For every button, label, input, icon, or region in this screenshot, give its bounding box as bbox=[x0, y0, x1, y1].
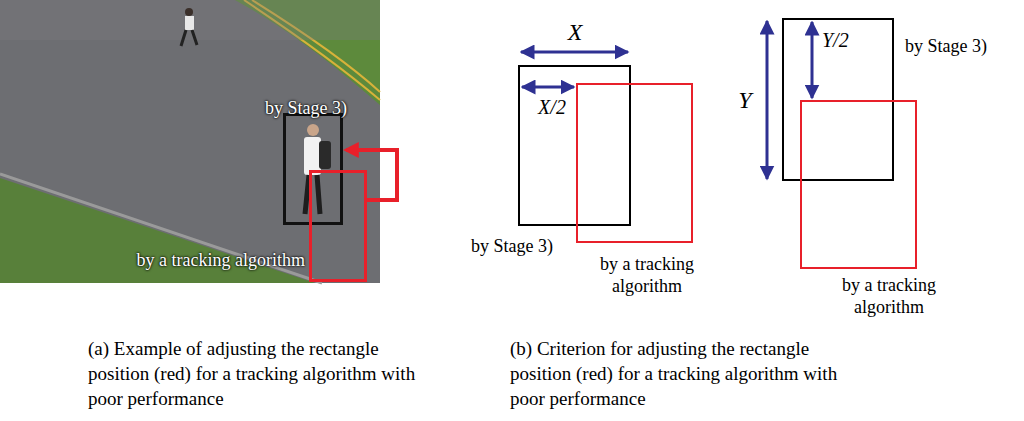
dimension-arrow bbox=[766, 21, 769, 179]
shade bbox=[0, 0, 380, 40]
dimension-arrow bbox=[522, 86, 574, 89]
dimension-label: X/2 bbox=[522, 94, 582, 120]
box-label: by Stage 3) bbox=[241, 97, 371, 119]
dimension-label: Y/2 bbox=[822, 27, 872, 53]
tracking-box: by a tracking algorithm bbox=[309, 170, 367, 282]
tracking-box: by a tracking algorithm bbox=[800, 100, 917, 269]
road-photo bbox=[0, 0, 380, 283]
tracking-box: by a tracking algorithm bbox=[576, 83, 693, 243]
caption: (b) Criterion for adjusting the rectangl… bbox=[510, 336, 872, 411]
dimension-arrows bbox=[521, 21, 812, 179]
adjust-arrow bbox=[346, 150, 397, 200]
box-label: by a tracking algorithm bbox=[580, 253, 714, 297]
dimension-label: Y bbox=[730, 84, 760, 116]
box-label: by Stage 3) bbox=[452, 235, 572, 257]
caption: (a) Example of adjusting the rectangle p… bbox=[88, 336, 428, 411]
stage3-box: by Stage 3) bbox=[518, 65, 631, 226]
curb bbox=[0, 174, 322, 283]
dimension-arrow bbox=[521, 51, 628, 54]
box-label: by Stage 3) bbox=[905, 35, 1020, 57]
stage3-box: by Stage 3) bbox=[283, 113, 343, 225]
road bbox=[0, 0, 380, 283]
dimension-label: X bbox=[555, 16, 595, 48]
dimension-arrow bbox=[811, 22, 814, 98]
grass bbox=[0, 178, 315, 283]
box-label: by a tracking algorithm bbox=[63, 249, 305, 271]
box-label: by a tracking algorithm bbox=[822, 274, 956, 318]
pedestrian bbox=[181, 8, 197, 46]
